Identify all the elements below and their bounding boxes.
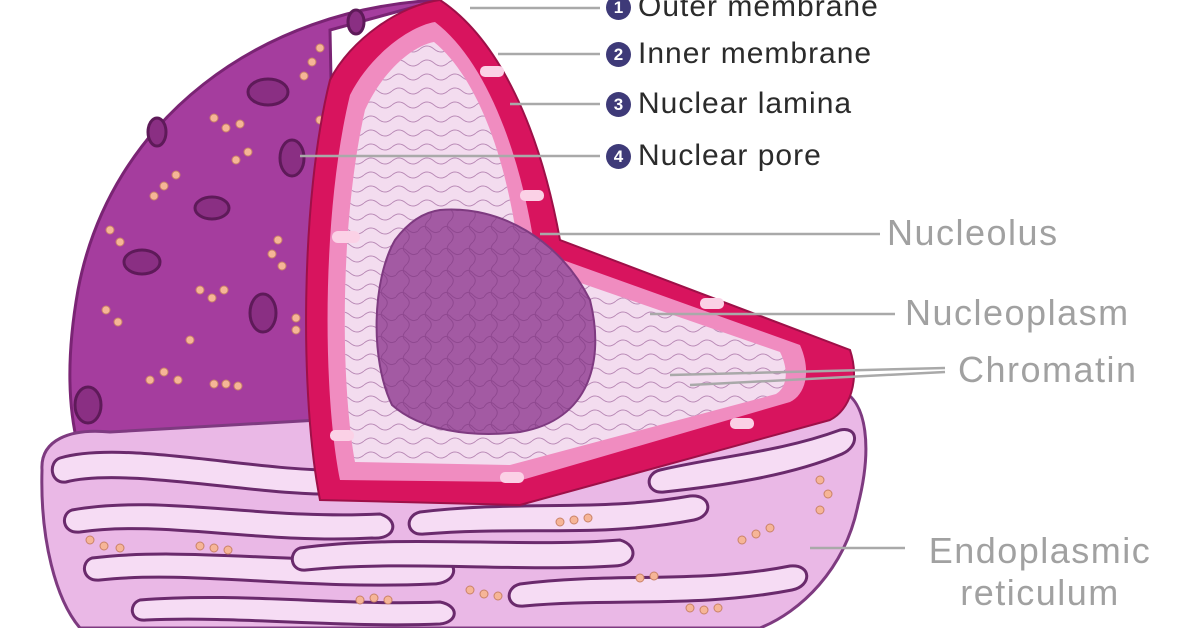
label-chromatin: Chromatin: [958, 349, 1138, 390]
label-er-line2: reticulum: [960, 572, 1120, 613]
label-nucleolus: Nucleolus: [887, 212, 1059, 253]
label-number-badge: 2: [606, 42, 631, 67]
er-ribosomes: [85, 475, 833, 615]
nuclear-pores: [73, 8, 366, 425]
label-text: Nuclear lamina: [638, 87, 853, 120]
nucleolus-texture: [376, 209, 596, 434]
label-er-line1: Endoplasmic: [928, 530, 1152, 571]
label-text: Inner membrane: [638, 37, 873, 70]
label-inner-membrane: 2 Inner membrane: [606, 39, 872, 69]
label-number-badge: 3: [606, 92, 631, 117]
label-number-badge: 4: [606, 144, 631, 169]
label-endoplasmic-reticulum: Endoplasmic reticulum: [905, 530, 1175, 614]
leader-lines: [300, 6, 946, 550]
lamina-nubs: [330, 66, 754, 483]
label-nuclear-lamina: 3 Nuclear lamina: [606, 89, 852, 119]
label-outer-membrane: 1 Outer membrane: [606, 0, 879, 22]
label-nuclear-pore: 4 Nuclear pore: [606, 141, 822, 171]
label-text: Nuclear pore: [638, 139, 822, 172]
label-number-badge: 1: [606, 0, 631, 20]
er-cisternae: [50, 428, 856, 627]
label-text: Outer membrane: [638, 0, 879, 23]
label-nucleoplasm: Nucleoplasm: [905, 292, 1130, 333]
